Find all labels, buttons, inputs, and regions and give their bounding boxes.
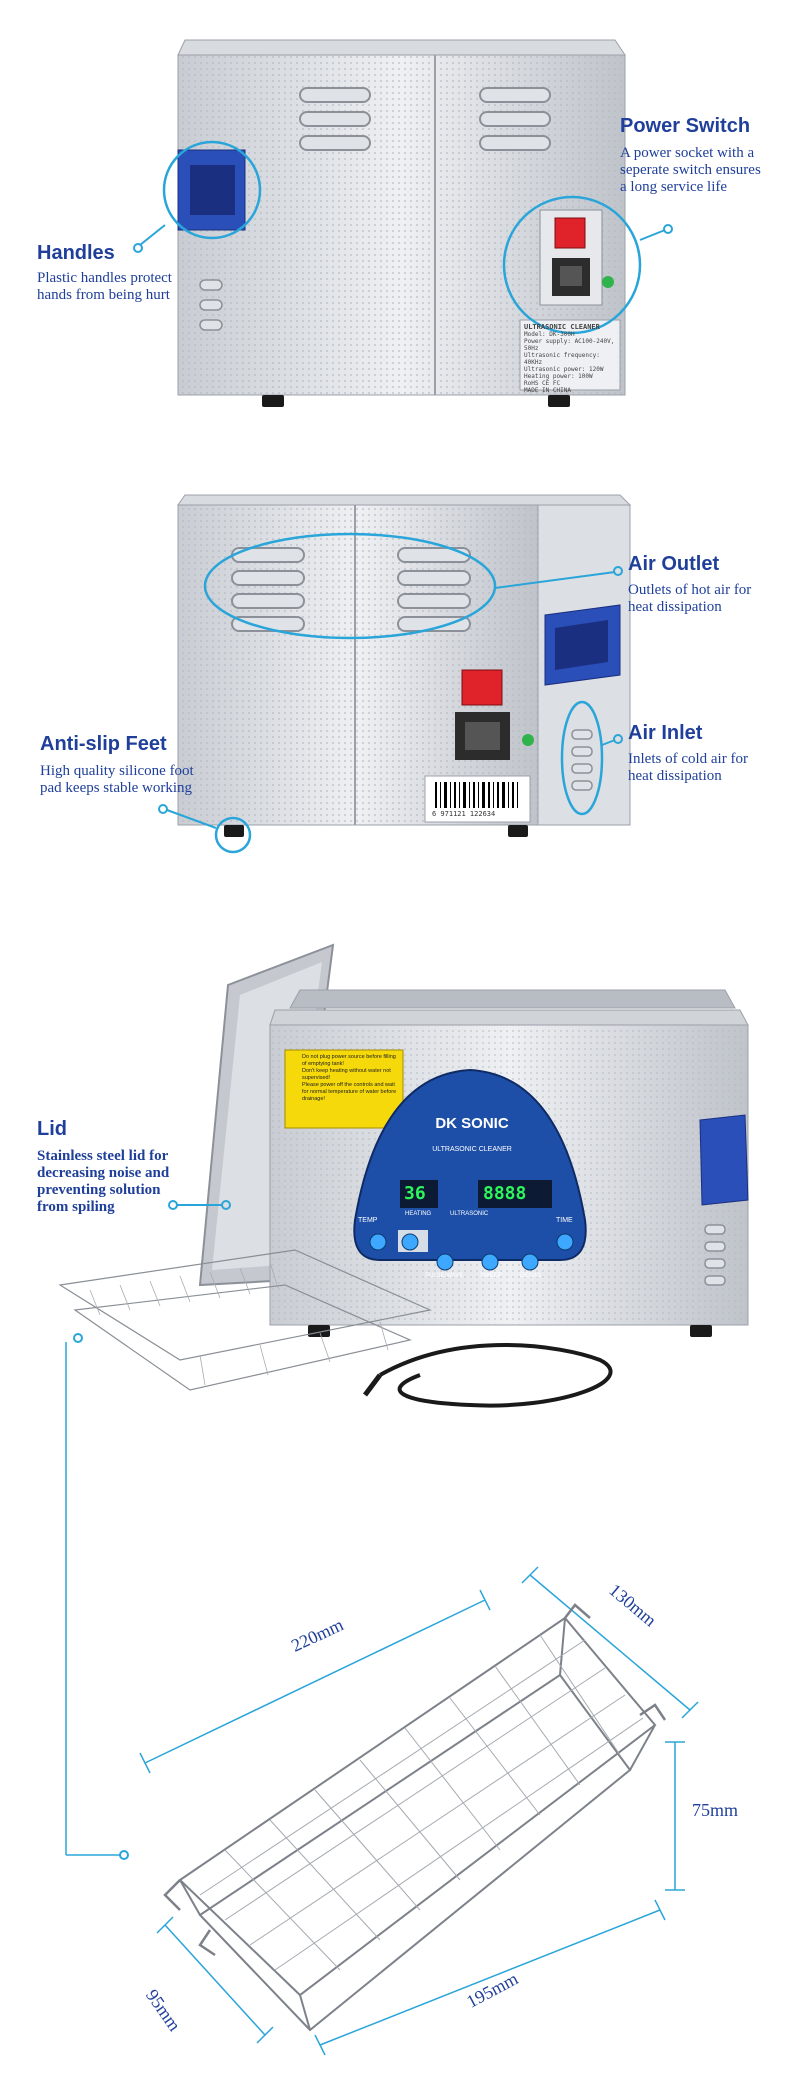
cleaner-back-view bbox=[133, 39, 673, 407]
label-title: ULTRASONIC CLEANER bbox=[524, 323, 600, 331]
power-switch-title: Power Switch bbox=[620, 115, 751, 137]
handles-callout-circle bbox=[162, 140, 262, 240]
label-line: Ultrasonic frequency: 40KHz bbox=[524, 352, 600, 366]
label-line: Power supply: AC100-240V, 50Hz bbox=[524, 338, 615, 352]
degas-label: DEGAS bbox=[520, 1273, 542, 1279]
cleaner-side-view bbox=[158, 494, 632, 854]
air-inlet-desc: Inlets of cold air for heat dissipation bbox=[628, 751, 748, 784]
warning-line: Do not plug power source before filling … bbox=[302, 1054, 396, 1067]
section-lid-panel: Do not plug power source before filling … bbox=[0, 890, 800, 1470]
warning-line: Don't keep heating without water not sup… bbox=[302, 1068, 391, 1081]
warning-line: Please power off the controls and wait f… bbox=[302, 1082, 397, 1102]
temp-label: TEMP bbox=[358, 1217, 378, 1224]
dimension-line-length-top bbox=[144, 1599, 486, 1764]
temp-display: 36 bbox=[404, 1183, 426, 1204]
air-inlet-title: Air Inlet bbox=[628, 722, 703, 744]
dimension-line-length-bottom bbox=[319, 1909, 661, 2046]
panel-subtitle: ULTRASONIC CLEANER bbox=[432, 1146, 512, 1153]
barcode-number-text: 6 971121 122634 bbox=[432, 810, 496, 818]
cleaner-front-view bbox=[58, 943, 749, 1470]
time-label: TIME bbox=[556, 1217, 573, 1224]
dimension-height: 75mm bbox=[692, 1800, 739, 1820]
section-air-feet: 6 971121 122634 6 971121 122634 Air Outl… bbox=[0, 440, 800, 880]
label-line: Ultrasonic power: 120W bbox=[524, 366, 604, 373]
basket-diagram bbox=[65, 1470, 699, 2056]
dimension-line-width-bottom bbox=[164, 1924, 266, 2036]
wire-basket bbox=[178, 1616, 657, 2032]
sweep-label: SWEEP bbox=[480, 1273, 502, 1279]
handles-title: Handles bbox=[37, 242, 115, 264]
power-callout-circle bbox=[502, 195, 642, 335]
handles-desc: Plastic handles protect hands from being… bbox=[37, 270, 172, 303]
anti-slip-feet-desc: High quality silicone foot pad keeps sta… bbox=[40, 763, 194, 796]
warning-sticker-text: Do not plug power source before filling … bbox=[302, 1054, 400, 1103]
pulse-label: PULSE/WAVE bbox=[425, 1273, 464, 1279]
label-line: MADE IN CHINA bbox=[524, 387, 571, 394]
anti-slip-feet-title: Anti-slip Feet bbox=[40, 733, 167, 755]
time-display: 8888 bbox=[483, 1183, 527, 1204]
spec-label bbox=[519, 319, 621, 391]
air-outlet-callout bbox=[203, 532, 497, 640]
dimension-line-width-top bbox=[529, 1574, 691, 1711]
spec-label-text: ULTRASONIC CLEANER Model: DK-300H Power … bbox=[524, 323, 616, 395]
label-line: Model: DK-300H bbox=[524, 331, 575, 338]
ultrasonic-label: ULTRASONIC bbox=[450, 1211, 489, 1217]
air-outlet-desc: Outlets of hot air for heat dissipation bbox=[628, 582, 752, 615]
section-basket-dimensions: 220mm 130mm 75mm 95mm 195mm bbox=[0, 1470, 800, 2081]
lid-title: Lid bbox=[37, 1118, 67, 1140]
label-line: Heating power: 100W bbox=[524, 373, 593, 380]
basket-mesh bbox=[199, 1634, 644, 1971]
label-certs: RoHS CE FC bbox=[524, 380, 561, 387]
feet-callout bbox=[214, 816, 252, 854]
air-outlet-title: Air Outlet bbox=[628, 553, 720, 575]
lid-desc: Stainless steel lid for decreasing noise… bbox=[37, 1148, 170, 1215]
section-handles-power: ULTRASONIC CLEANER Model: DK-300H Power … bbox=[0, 0, 800, 430]
power-switch-desc: A power socket with a seperate switch en… bbox=[620, 145, 761, 195]
heating-label: HEATING bbox=[405, 1211, 432, 1217]
brand-logo: DK SONIC bbox=[435, 1115, 509, 1132]
air-inlet-callout bbox=[560, 700, 604, 816]
